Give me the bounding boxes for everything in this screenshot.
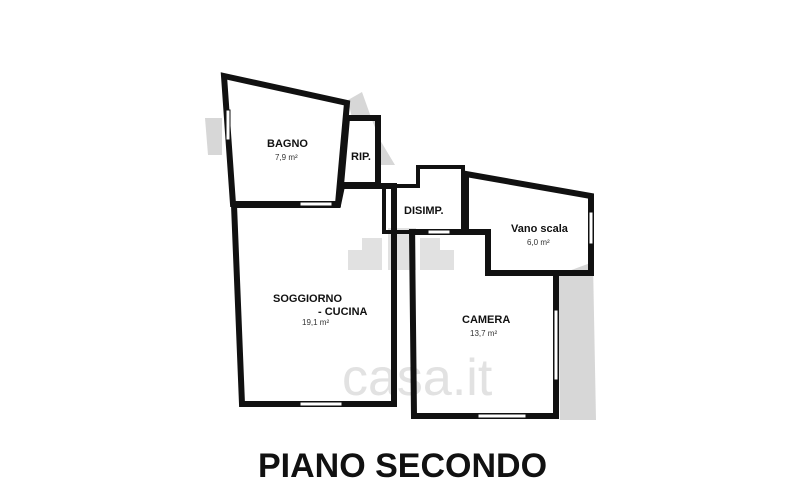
room-label-rip: RIP. xyxy=(351,151,371,163)
exterior-shade-right xyxy=(558,262,596,420)
room-label-soggiorno: SOGGIORNO xyxy=(273,293,343,305)
exterior-shade-left xyxy=(205,118,222,155)
window-camera-right xyxy=(553,309,559,381)
watermark-text: casa.it xyxy=(342,349,493,407)
room-label-vano-scala: Vano scala xyxy=(511,223,569,235)
soggiorno-walls xyxy=(230,183,397,407)
room-label-bagno: BAGNO xyxy=(267,138,308,150)
room-label-disimp: DISIMP. xyxy=(404,205,444,217)
room-label-camera: CAMERA xyxy=(462,314,510,326)
room-area-bagno: 7,9 m² xyxy=(275,153,298,162)
window-soggiorno xyxy=(299,401,343,407)
window-vano-scala xyxy=(588,211,594,245)
camera-walls xyxy=(408,229,559,419)
room-area-soggiorno: 19,1 m² xyxy=(302,318,329,327)
floor-title: PIANO SECONDO xyxy=(258,447,547,485)
room-label-cucina: - CUCINA xyxy=(318,306,368,318)
disimp-walls xyxy=(382,165,465,234)
window-bagno xyxy=(299,201,333,207)
room-area-vano-scala: 6,0 m² xyxy=(527,238,550,247)
window-camera-bottom xyxy=(477,413,527,419)
exterior-shade-top xyxy=(348,92,395,165)
room-area-camera: 13,7 m² xyxy=(470,329,497,338)
window-disimp xyxy=(427,229,451,235)
window-bagno-left xyxy=(225,109,231,141)
